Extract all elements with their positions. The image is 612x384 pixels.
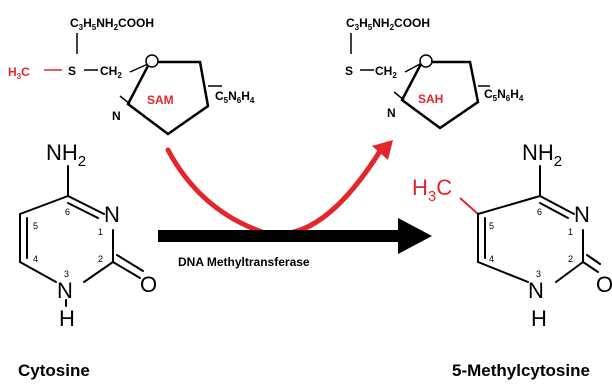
cytosine-n3-c4-bond — [19, 261, 57, 283]
methylcytosine-o: O — [596, 272, 612, 297]
methylcytosine-pos-4: 4 — [489, 254, 494, 264]
methylcytosine-c6-n1-double — [539, 202, 569, 219]
sam-methyl: H3C — [8, 65, 30, 81]
cytosine-h: H — [59, 306, 75, 331]
cytosine-n3: N — [57, 278, 73, 303]
sam-ribose-ring — [126, 60, 210, 136]
methylcytosine-c6-n1-bond — [539, 195, 575, 215]
sam-adenine: C5N6H4 — [215, 89, 255, 105]
methylcytosine-c2-o-double — [586, 254, 601, 265]
methylcytosine-pos-1: 1 — [568, 227, 573, 237]
reaction-arrow-shaft — [158, 230, 401, 242]
sah-ring-n-bond — [393, 91, 405, 101]
methylcytosine-pos-3: 3 — [536, 269, 541, 279]
cytosine-c2-o-bond — [112, 261, 141, 279]
cytosine-pos-4: 4 — [33, 254, 38, 264]
methyl-transfer-arrowhead — [372, 140, 393, 160]
methylcytosine-methyl-bond — [459, 197, 479, 215]
cytosine-c5-c6-bond — [19, 195, 69, 215]
sah-ch2: CH2 — [375, 64, 397, 80]
cytosine-pos-6: 6 — [65, 207, 70, 217]
sam-sulfur: S — [68, 64, 76, 78]
cytosine-molecule: NH2 N N H O 6 1 2 3 4 5 Cytosine — [18, 140, 157, 380]
sah-adenine: C5N6H4 — [484, 87, 524, 103]
methyl-transfer-arrow — [165, 145, 385, 237]
methylcytosine-n1: N — [574, 202, 590, 227]
sam-ring-n: N — [112, 109, 121, 123]
cytosine-c6-n1-bond — [67, 195, 105, 215]
methylcytosine-methyl: H3C — [412, 175, 452, 205]
methylcytosine-c2-o-bond — [582, 261, 599, 273]
sam-ch2-ring-bond — [129, 63, 149, 73]
sam-ring-oxygen — [145, 54, 159, 68]
cytosine-pos-1: 1 — [98, 227, 103, 237]
methylcytosine-c5-c6-bond — [477, 195, 541, 215]
sah-sulfur: S — [345, 64, 353, 78]
methylcytosine-amine: NH2 — [522, 140, 562, 170]
reaction-arrow-head — [398, 218, 432, 254]
sah-ribose-ring — [400, 60, 480, 130]
sah-side-chain: C3H5NH2COOH — [346, 16, 430, 32]
cytosine-c2-o-double — [116, 254, 144, 272]
cytosine-name: Cytosine — [18, 361, 90, 380]
cytosine-o: O — [140, 272, 157, 297]
sah-ring-oxygen — [419, 54, 433, 68]
methylcytosine-c2-n3-bond — [555, 261, 584, 283]
methylcytosine-pos-5: 5 — [489, 221, 494, 231]
methylcytosine-h: H — [531, 306, 547, 331]
methylcytosine-pos-6: 6 — [537, 207, 542, 217]
sah-label: SAH — [418, 92, 443, 106]
sam-side-chain: C3H5NH2COOH — [70, 16, 154, 32]
cytosine-c6-n1-double — [67, 202, 99, 219]
cytosine-n1: N — [104, 202, 120, 227]
sah-ch2-ring-bond — [404, 63, 421, 73]
methylcytosine-n3-c4-bond — [477, 261, 529, 283]
sam-ch2: CH2 — [100, 64, 122, 80]
methylcytosine-pos-2: 2 — [568, 254, 573, 264]
cytosine-pos-3: 3 — [64, 269, 69, 279]
methylcytosine-molecule: NH2 H3C N N H O 6 1 2 3 4 5 5-Methylcyto… — [412, 140, 612, 380]
cytosine-pos-2: 2 — [98, 254, 103, 264]
enzyme-label: DNA Methyltransferase — [178, 255, 310, 269]
cytosine-pos-5: 5 — [33, 221, 38, 231]
methylcytosine-name: 5-Methylcytosine — [452, 361, 590, 380]
methylcytosine-n3: N — [528, 278, 544, 303]
sam-molecule: C3H5NH2COOH H3C S CH2 N SAM C5N6H4 — [8, 16, 255, 136]
cytosine-amine: NH2 — [46, 140, 86, 170]
sam-label: SAM — [147, 93, 174, 107]
sam-ring-n-bond — [119, 95, 131, 105]
sah-molecule: C3H5NH2COOH S CH2 N SAH C5N6H4 — [345, 16, 524, 130]
cytosine-c2-n3-bond — [83, 261, 114, 283]
sah-ring-n: N — [387, 106, 396, 120]
